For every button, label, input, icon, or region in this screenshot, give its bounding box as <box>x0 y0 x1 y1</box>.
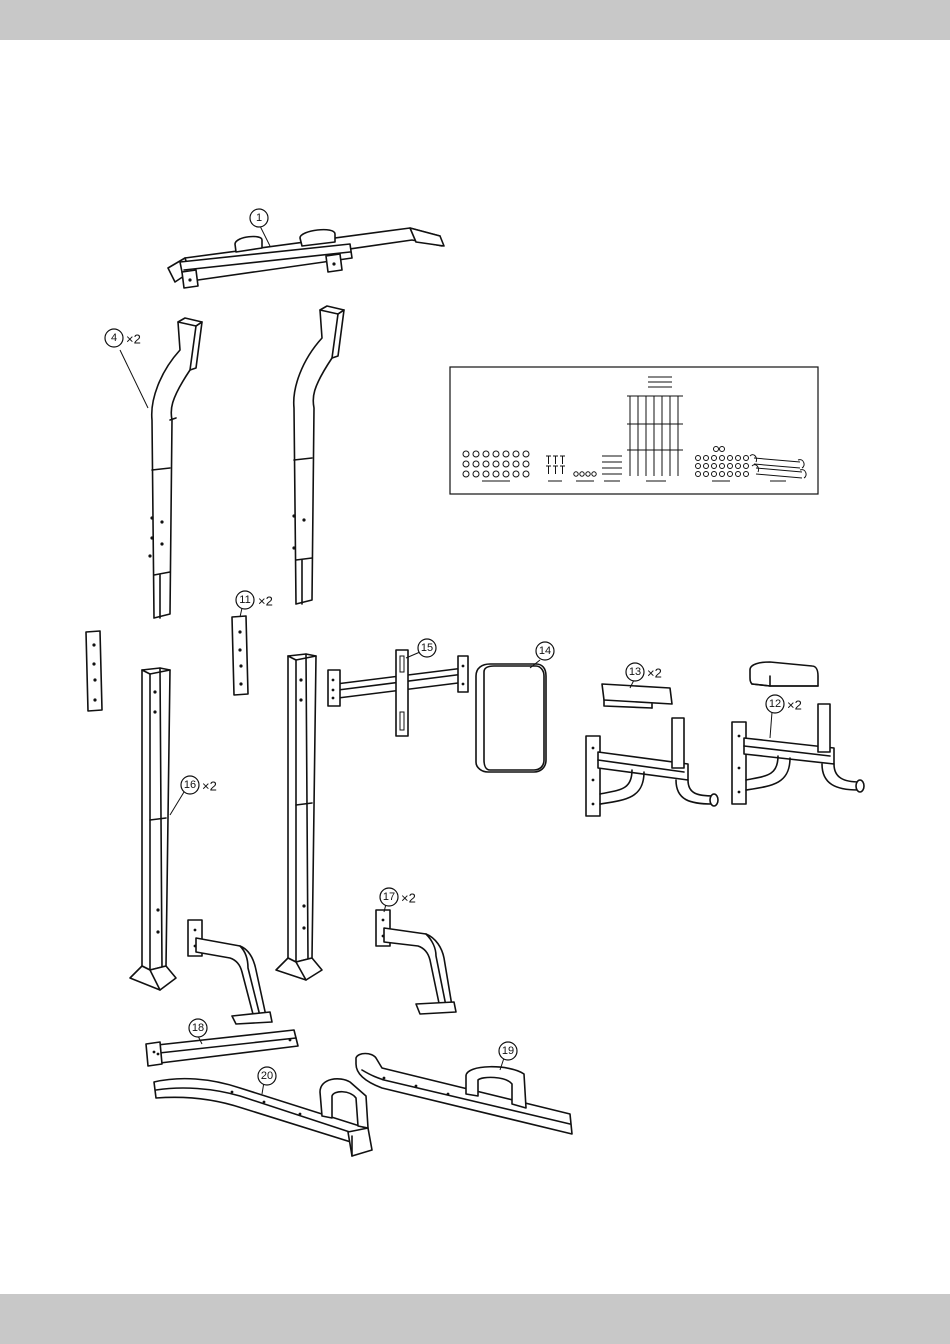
arm-pad-second <box>750 662 818 686</box>
callout-18-number: 18 <box>192 1022 204 1034</box>
callout-12-qty: ×2 <box>787 698 802 713</box>
part-17-leg-support-right <box>376 904 456 1014</box>
part-19-right-base <box>356 1054 572 1135</box>
part-12-dip-station-right <box>732 704 864 804</box>
callout-20: 20 <box>258 1067 276 1085</box>
callout-13: 13 ×2 <box>626 663 662 681</box>
part-20-left-base <box>154 1079 372 1156</box>
part-12-dip-station-left <box>586 718 718 816</box>
callout-16-qty: ×2 <box>202 779 217 794</box>
callout-1-number: 1 <box>256 212 262 224</box>
hardware-box <box>450 367 818 494</box>
part-11-plate <box>232 608 248 695</box>
callout-19: 19 <box>499 1042 517 1060</box>
callout-11: 11 ×2 <box>236 591 273 609</box>
callout-17-number: 17 <box>383 891 395 903</box>
part-14-back-pad <box>476 660 546 772</box>
callout-12-number: 12 <box>769 698 781 710</box>
callout-19-number: 19 <box>502 1045 514 1057</box>
loose-plate-left <box>86 631 102 711</box>
part-17-leg-support-left <box>188 920 272 1024</box>
callout-16-number: 16 <box>184 779 196 791</box>
part-18-cross-brace <box>146 1030 298 1066</box>
callout-18: 18 <box>189 1019 207 1037</box>
callout-20-number: 20 <box>261 1070 273 1082</box>
callout-13-qty: ×2 <box>647 666 662 681</box>
part-4-upright-right <box>292 306 344 604</box>
callout-14: 14 <box>536 642 554 660</box>
callout-4: 4 ×2 <box>105 329 148 408</box>
callout-17-qty: ×2 <box>401 891 416 906</box>
callout-1: 1 <box>250 209 268 227</box>
part-13-arm-pad <box>602 680 672 708</box>
callout-12: 12 ×2 <box>766 695 802 713</box>
callout-11-qty: ×2 <box>258 594 273 609</box>
callout-13-number: 13 <box>629 666 641 678</box>
callout-4-number: 4 <box>111 332 117 344</box>
callout-4-qty: ×2 <box>126 332 141 347</box>
callout-15-number: 15 <box>421 642 433 654</box>
callout-17: 17 ×2 <box>380 888 416 906</box>
callout-16: 16 ×2 <box>170 776 217 815</box>
callout-11-number: 11 <box>239 594 250 606</box>
callout-14-number: 14 <box>539 645 551 657</box>
part-16-upright-right <box>276 654 322 980</box>
part-16-upright-left <box>130 668 176 990</box>
callout-15: 15 <box>418 639 436 657</box>
part-15-bracket <box>328 650 468 736</box>
part-1-pullup-bar <box>168 226 444 288</box>
part-4-upright-left <box>148 318 202 618</box>
